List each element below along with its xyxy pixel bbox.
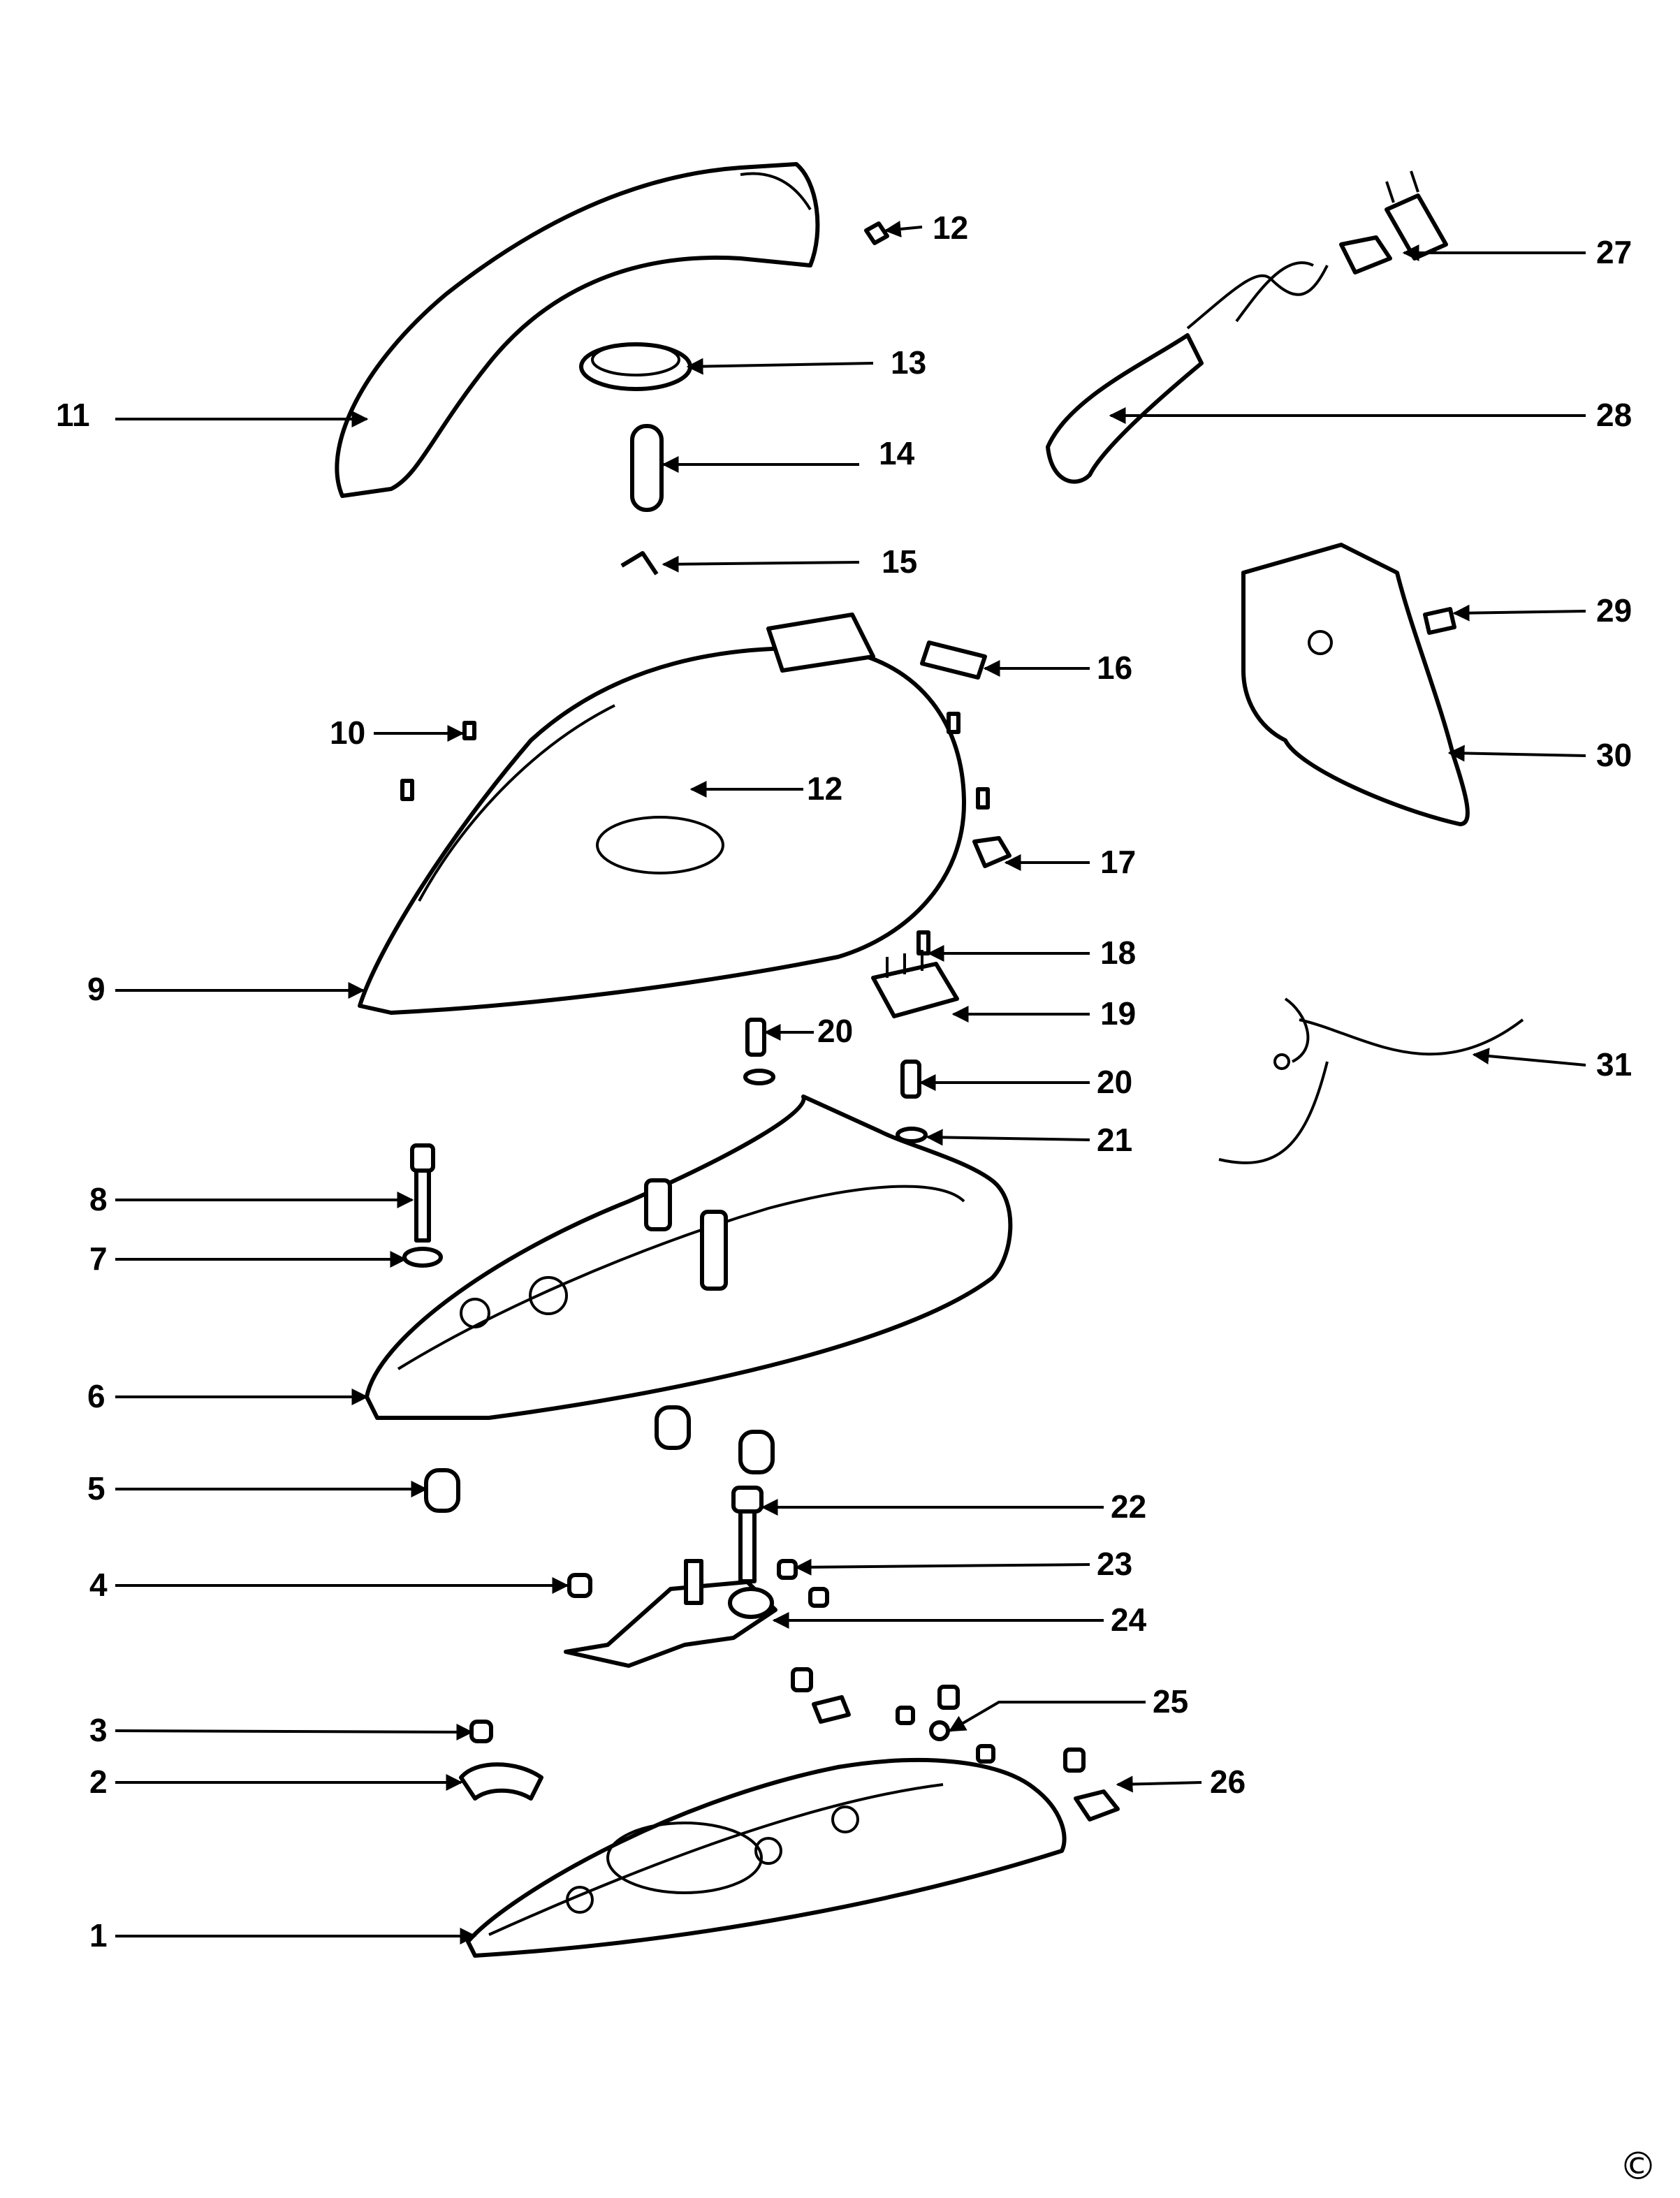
thermostat-screw xyxy=(567,1573,592,1598)
release-button xyxy=(972,836,1011,868)
label-25: 25 xyxy=(1153,1683,1188,1720)
label-22: 22 xyxy=(1111,1488,1146,1525)
label-29: 29 xyxy=(1596,592,1632,629)
copyright-mark: © xyxy=(1619,2144,1657,2188)
label-8: 8 xyxy=(89,1181,108,1217)
cable-clamp xyxy=(459,1762,543,1801)
cord-bracket xyxy=(920,640,987,680)
thermostat-bolt xyxy=(731,1486,764,1583)
label-2: 2 xyxy=(89,1764,108,1800)
label-16: 16 xyxy=(1097,650,1132,686)
label-15: 15 xyxy=(882,543,917,580)
label-9: 9 xyxy=(87,971,105,1007)
soleplate xyxy=(466,1758,1067,1958)
label-10: 10 xyxy=(330,715,365,751)
small-fasteners xyxy=(791,1667,1086,1773)
power-cord-protector xyxy=(1046,261,1329,484)
label-19: 19 xyxy=(1100,995,1136,1032)
spacers xyxy=(424,1405,775,1513)
label-3: 3 xyxy=(89,1712,108,1748)
inner-housing xyxy=(365,1094,1013,1420)
label-5: 5 xyxy=(87,1470,105,1507)
label-6: 6 xyxy=(87,1378,105,1414)
soleplate-screw xyxy=(469,1720,493,1743)
screw-top xyxy=(864,221,889,245)
temperature-knob xyxy=(579,342,692,391)
terminal-clamp xyxy=(1074,1789,1120,1822)
label-12-mid: 12 xyxy=(807,770,842,807)
washers xyxy=(743,1069,928,1143)
long-screw xyxy=(410,1143,435,1243)
label-12-top: 12 xyxy=(933,210,968,246)
label-13: 13 xyxy=(891,344,926,381)
rear-cover-screw xyxy=(1423,607,1456,635)
terminal-block xyxy=(871,950,959,1018)
thermostat-nut xyxy=(777,1559,829,1608)
label-20-left: 20 xyxy=(817,1013,853,1049)
part-number-labels: 11 12 13 14 15 9 10 12 16 17 18 19 20 20… xyxy=(56,210,1632,1954)
label-18: 18 xyxy=(1100,935,1136,971)
label-30: 30 xyxy=(1596,737,1632,773)
rear-cover xyxy=(1241,543,1470,826)
knob-shaft xyxy=(630,424,664,512)
handle-cover xyxy=(335,162,820,498)
label-1: 1 xyxy=(89,1917,108,1954)
label-7: 7 xyxy=(89,1240,108,1277)
label-24: 24 xyxy=(1111,1602,1147,1638)
label-4: 4 xyxy=(89,1567,108,1603)
label-26: 26 xyxy=(1210,1764,1246,1800)
label-21: 21 xyxy=(1097,1122,1132,1158)
label-28: 28 xyxy=(1596,397,1632,433)
leader-lines xyxy=(115,220,1586,1944)
main-housing xyxy=(358,613,966,1015)
label-14: 14 xyxy=(879,435,915,471)
screw-washer xyxy=(402,1247,443,1268)
label-17: 17 xyxy=(1100,844,1136,880)
internal-wiring xyxy=(1218,997,1524,1164)
label-27: 27 xyxy=(1596,234,1632,270)
label-23: 23 xyxy=(1097,1546,1132,1582)
label-31: 31 xyxy=(1596,1046,1632,1083)
mains-plug xyxy=(1339,170,1448,274)
thermostat xyxy=(564,1559,777,1668)
spring-clip xyxy=(620,551,659,576)
label-20-right: 20 xyxy=(1097,1064,1132,1100)
label-11: 11 xyxy=(56,397,90,433)
housing-screws xyxy=(400,712,990,809)
